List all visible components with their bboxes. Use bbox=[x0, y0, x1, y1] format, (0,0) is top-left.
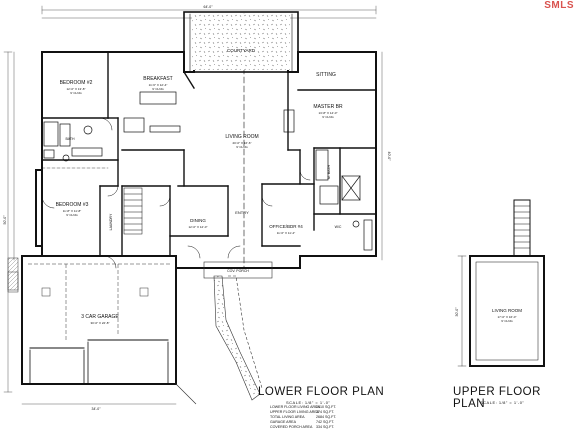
dim-left: 50'-0" bbox=[3, 215, 7, 225]
upper-room-living-ceiling: 9' CLNG bbox=[501, 319, 513, 323]
room-dining: DINING bbox=[190, 218, 206, 223]
room-garage: 3 CAR GARAGE bbox=[81, 314, 119, 320]
courtyard-fill bbox=[192, 14, 290, 70]
lower-plan-title: LOWER FLOOR PLAN bbox=[258, 386, 385, 398]
room-living-size: 20'-0" X 16'-6" bbox=[233, 141, 252, 145]
upper-floor-walls bbox=[457, 199, 545, 367]
lower-plan-scale: SCALE: 1/8" = 1'-0" bbox=[286, 400, 331, 405]
upper-dim-left: 30'-0" bbox=[455, 307, 459, 317]
room-cov-porch: COV. PORCH bbox=[227, 269, 249, 273]
garage-details bbox=[7, 257, 170, 340]
room-master-ceiling: 9' CLNG bbox=[322, 115, 334, 119]
dim-top: 64'-0" bbox=[204, 5, 214, 9]
room-bedroom2-ceiling: 9' CLNG bbox=[70, 91, 82, 95]
room-sitting: SITTING bbox=[316, 72, 336, 78]
room-office: OFFICE/BDR #4 bbox=[269, 224, 303, 229]
room-dining-size: 12'-0" X 12'-0" bbox=[189, 225, 208, 229]
room-breakfast: BREAKFAST bbox=[143, 76, 172, 82]
room-laundry: LAUNDRY bbox=[109, 213, 113, 230]
room-master-bath: M. BATH bbox=[327, 165, 331, 179]
room-courtyard: COURTYARD bbox=[227, 48, 256, 53]
room-office-size: 11'-6" X 11'-4" bbox=[277, 231, 296, 235]
room-bath: BATH bbox=[65, 137, 75, 141]
room-garage-size: 30'-0" X 22'-8" bbox=[91, 321, 110, 325]
upper-room-living-size: 17'-0" X 16'-0" bbox=[498, 315, 517, 319]
area-row: UPPER FLOOR LIVING AREA274 SQ.FT. bbox=[270, 410, 335, 414]
upper-plan-scale: SCALE: 1/8" = 1'-0" bbox=[480, 400, 525, 405]
upper-room-living: LIVING ROOM bbox=[492, 308, 522, 313]
room-bedroom2-size: 12'-0" X 13'-8" bbox=[67, 87, 86, 91]
front-walkway bbox=[175, 261, 273, 405]
room-living-ceiling: 9' CLNG bbox=[236, 145, 248, 149]
watermark: SMLS bbox=[544, 0, 574, 11]
room-wic: W/C bbox=[335, 225, 342, 229]
room-master: MASTER BR bbox=[313, 104, 343, 110]
room-bedroom3-ceiling: 9' CLNG bbox=[66, 213, 78, 217]
upper-plan-title: UPPER FLOOR PLAN bbox=[453, 386, 541, 410]
dim-right: 40'-0" bbox=[387, 152, 391, 162]
lower-floor-walls bbox=[3, 5, 383, 405]
room-living: LIVING ROOM bbox=[225, 134, 258, 140]
room-entry: ENTRY bbox=[235, 210, 249, 215]
area-row: LOWER FLOOR LIVING AREA2410 SQ.FT. bbox=[270, 405, 337, 409]
room-bedroom3-size: 11'-8" X 11'-8" bbox=[63, 209, 82, 213]
room-bedroom2: BEDROOM #2 bbox=[60, 80, 93, 86]
room-breakfast-size: 11'-6" X 12'-4" bbox=[149, 83, 168, 87]
room-bedroom3: BEDROOM #3 bbox=[56, 202, 89, 208]
room-master-size: 13'-8" X 14'-0" bbox=[319, 111, 338, 115]
dim-bottom: 34'-0" bbox=[92, 407, 102, 411]
room-breakfast-ceiling: 9' CLNG bbox=[152, 87, 164, 91]
